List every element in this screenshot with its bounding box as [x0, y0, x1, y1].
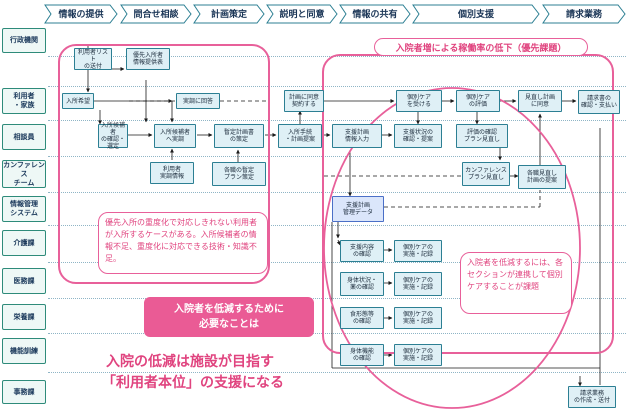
candidate-survey-box: 入所候補者 へ実調	[154, 124, 196, 148]
conclusion-line-1: 入院の低減は施設が目指す	[106, 354, 274, 370]
phase-label: 計画策定	[210, 10, 247, 20]
receive-care-box: 個別ケア を受ける	[396, 90, 442, 112]
meal-form-box: 食形態等 の確認	[340, 307, 384, 329]
lane-label-9: 機能訓練	[2, 338, 46, 364]
care-record-box-4: 個別ケアの 実施・記録	[394, 344, 442, 366]
priority-info-box: 優先入所者 情報提供表	[126, 48, 170, 70]
invoice-create-box: 請求業務 の作成・送付	[568, 386, 616, 408]
lane-separator	[48, 120, 626, 121]
right-issue-callout: 入院者を低減するには、各セクションが連携して個別ケアすることが課題	[460, 252, 572, 314]
phase-1: 情報の提供	[44, 4, 118, 24]
care-record-box-2: 個別ケアの 実施・記録	[394, 272, 442, 296]
question-pill: 入院者を低減するために 必要なことは	[144, 297, 314, 337]
lane-label-5: 情報管理 システム	[2, 196, 46, 222]
conclusion-line-2: 「利用者本位」の支援になる	[102, 375, 284, 391]
revised-plan-consent-box: 見直し計画 に同意	[518, 90, 562, 112]
user-survey-info-box: 利用者 実調情報	[150, 162, 194, 184]
lane-label-6: 介護課	[2, 230, 46, 256]
left-issue-callout: 優先入所の重度化で対応しきれない利用者が入所するケースがある。入所候補者の情報不…	[98, 212, 268, 274]
lane-label-10: 事務課	[2, 380, 46, 404]
lane-label-2: 利用者 ・家族	[2, 88, 46, 114]
phase-label: 請求業務	[565, 10, 602, 20]
dept-revision-box: 各職見直し 計画の提案	[518, 165, 566, 189]
provisional-dept-plan-box: 各職の暫定 プラン策定	[212, 162, 266, 186]
phase-2: 問合せ相談	[120, 4, 192, 24]
lane-separator	[48, 372, 626, 373]
phase-6: 個別支援	[412, 4, 540, 24]
evaluation-review-box: 評価の確認 プラン見直し	[456, 124, 508, 148]
care-evaluation-box: 個別ケア の評価	[456, 90, 500, 112]
plan-input-box: 支援計画 情報入力	[332, 124, 382, 148]
phase-5: 情報の共有	[339, 4, 411, 24]
top-priority-callout: 入院者増による稼働率の低下（優先課題）	[374, 38, 588, 56]
invoice-check-box: 請求書の 確認・支払い	[578, 90, 620, 114]
lane-separator	[48, 86, 626, 87]
user-list-box: 利用者リスト の送付	[74, 48, 112, 70]
care-content-box: 支援内容 の確認	[340, 240, 384, 262]
support-status-box: 支援状況の 確認・提案	[394, 124, 442, 148]
lane-label-4: カンファレンス チーム	[2, 160, 46, 188]
admission-procedure-box: 入所手続 ・計画提案	[278, 124, 322, 148]
lane-label-7: 医務課	[2, 268, 46, 294]
lane-label-8: 栄養課	[2, 304, 46, 330]
candidate-selection-box: 入所候補者 の確認・選定	[98, 122, 128, 150]
phase-7: 請求業務	[542, 4, 626, 24]
care-record-box-1: 個別ケアの 実施・記録	[394, 240, 442, 262]
lane-label-3: 相談員	[2, 124, 46, 150]
conference-review-box: カンファレンス プラン見直し	[462, 162, 510, 186]
lane-separator	[48, 192, 626, 193]
phase-label: 個別支援	[457, 10, 494, 20]
plan-database-box: 支援計画 管理データ	[332, 196, 384, 222]
lane-separator	[48, 333, 626, 334]
phase-label: 情報の共有	[352, 10, 398, 20]
phase-label: 説明と同意	[279, 10, 325, 20]
body-medicine-box: 身体状況・ 薬の確認	[340, 272, 384, 296]
admission-request-box: 入所希望	[62, 93, 94, 109]
question-line-2: 必要なことは	[199, 319, 259, 330]
lane-separator	[48, 225, 626, 226]
question-line-1: 入院者を低減するために	[174, 304, 284, 315]
lane-separator	[48, 298, 626, 299]
lane-separator	[48, 156, 626, 157]
body-function-box: 身体機能 の確認	[340, 344, 384, 366]
phase-label: 情報の提供	[58, 10, 104, 20]
survey-response-box: 実調に回答	[176, 93, 220, 109]
lane-separator	[48, 262, 626, 263]
phase-4: 説明と同意	[266, 4, 338, 24]
care-record-box-3: 個別ケアの 実施・記録	[394, 307, 442, 329]
phase-3: 計画策定	[193, 4, 265, 24]
provisional-plan-box: 暫定計画書 の策定	[214, 124, 264, 148]
left-problem-region	[58, 44, 270, 284]
phase-label: 問合せ相談	[133, 10, 179, 20]
lane-label-1: 行政機関	[2, 28, 46, 53]
plan-consent-box: 計画に同意 契約する	[284, 90, 324, 112]
